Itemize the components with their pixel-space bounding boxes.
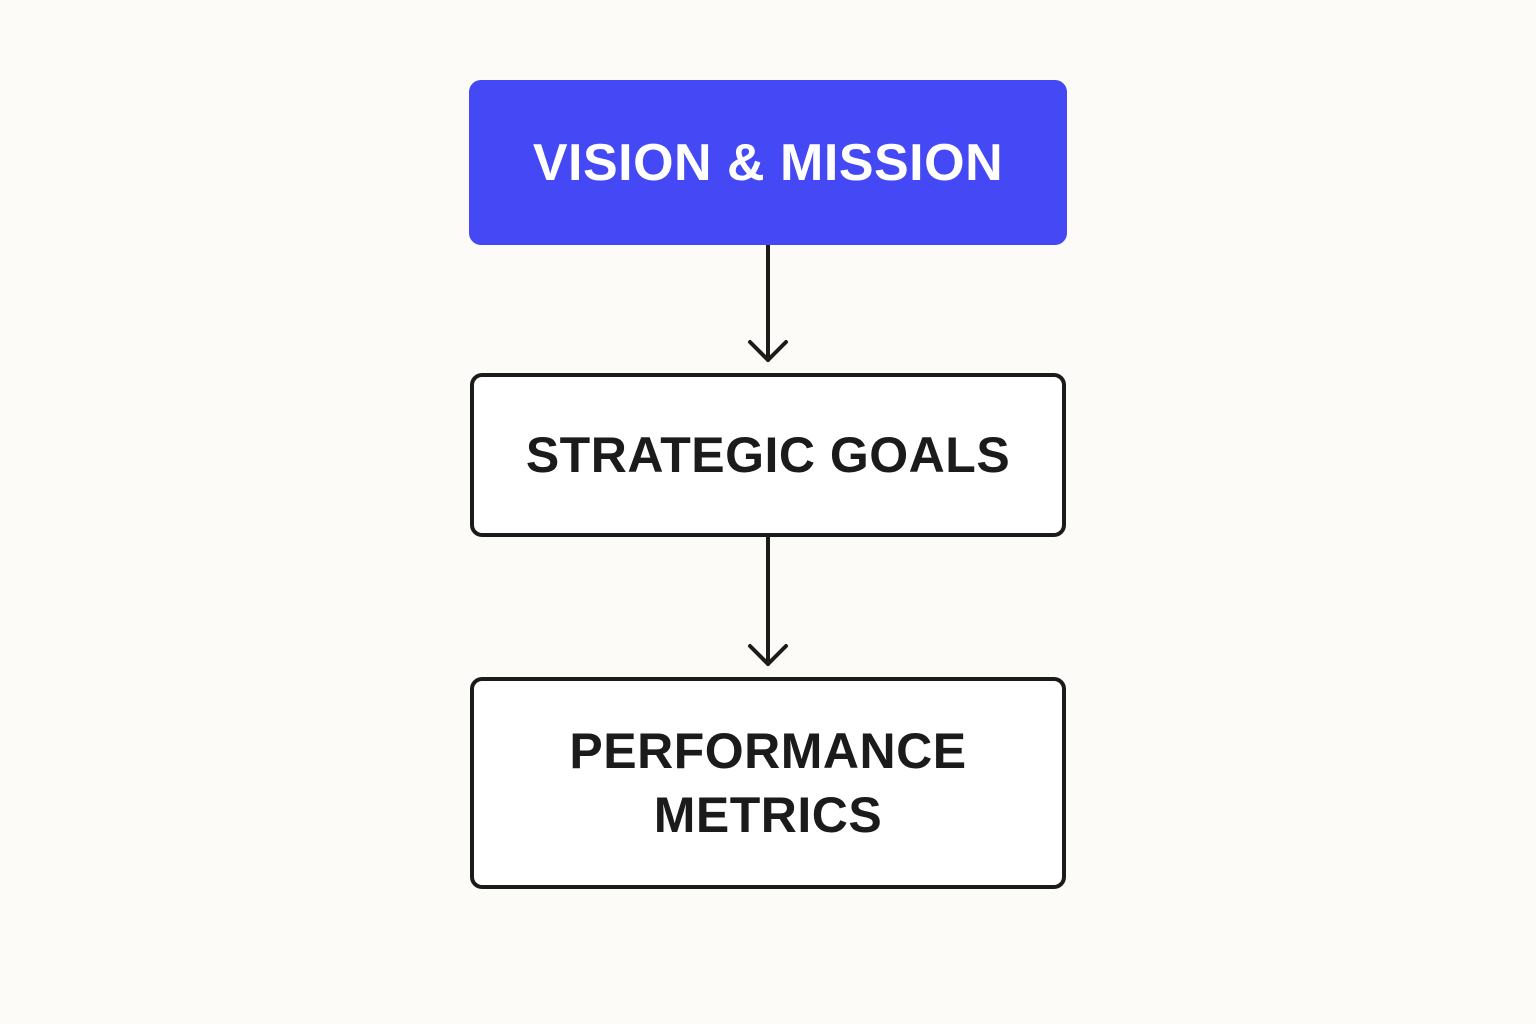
node-vision-mission-label: VISION & MISSION: [532, 133, 1004, 192]
node-performance-metrics: PERFORMANCE METRICS: [470, 677, 1066, 889]
node-vision-mission: VISION & MISSION: [469, 80, 1067, 245]
node-strategic-goals-label: STRATEGIC GOALS: [525, 427, 1011, 483]
arrowhead-vision-goals: [748, 340, 788, 362]
edge-goals-to-metrics: [748, 535, 788, 666]
arrowhead-goals-metrics: [748, 644, 788, 666]
node-strategic-goals: STRATEGIC GOALS: [470, 373, 1066, 537]
edge-vision-to-goals: [748, 243, 788, 362]
node-performance-metrics-label: PERFORMANCE METRICS: [569, 723, 967, 843]
